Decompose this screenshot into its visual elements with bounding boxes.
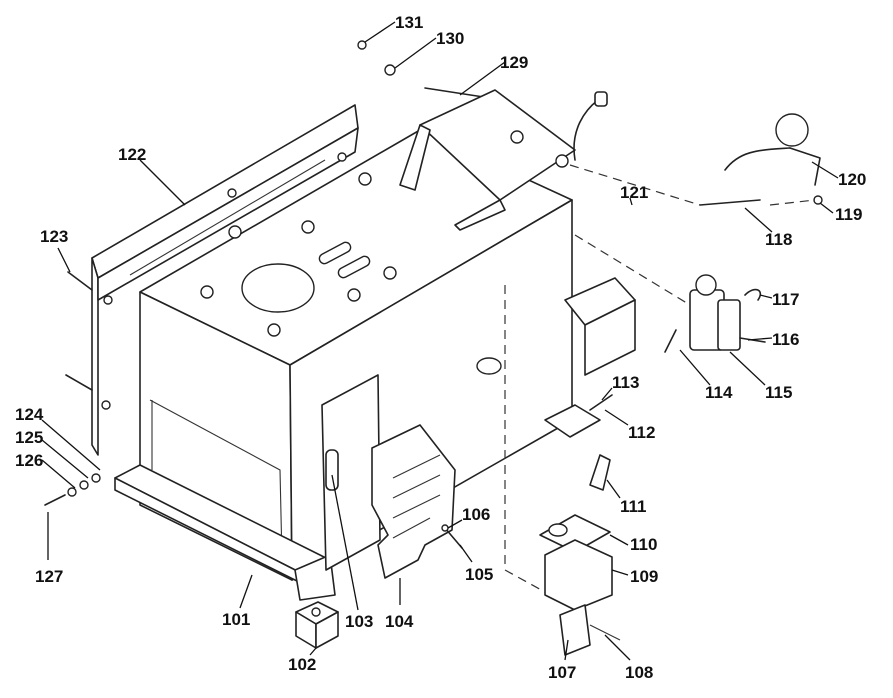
callout-111: 111 <box>620 497 647 516</box>
screw-112 <box>589 394 613 411</box>
callout-130: 130 <box>436 29 464 48</box>
callout-107: 107 <box>548 663 576 682</box>
callout-120: 120 <box>838 170 866 189</box>
base-frame <box>114 464 336 601</box>
clip-111 <box>589 454 611 491</box>
callout-104: 104 <box>385 612 414 631</box>
callout-124: 124 <box>15 405 44 424</box>
callout-125: 125 <box>15 428 43 447</box>
air-gauge-gun <box>699 113 823 206</box>
callout-114: 114 <box>705 383 733 402</box>
screw-105 <box>441 524 463 549</box>
callout-127: 127 <box>35 567 63 586</box>
callout-103: 103 <box>345 612 373 631</box>
callout-129: 129 <box>500 53 528 72</box>
mount-bracket <box>544 277 636 438</box>
callout-118: 118 <box>765 230 792 249</box>
handle-frame <box>399 87 608 231</box>
callout-117: 117 <box>772 290 799 309</box>
callout-110: 110 <box>630 535 657 554</box>
callout-101: 101 <box>222 610 250 629</box>
callout-119: 119 <box>835 205 862 224</box>
callout-106: 106 <box>462 505 490 524</box>
callout-131: 131 <box>395 13 423 32</box>
rear-panel <box>91 104 359 456</box>
side-plate-104 <box>371 424 456 579</box>
block-102 <box>295 601 339 649</box>
callout-126: 126 <box>15 451 43 470</box>
callout-labels: 122 123 124 125 126 127 101 102 103 104 … <box>15 13 866 682</box>
screws-123 <box>65 271 93 391</box>
callout-116: 116 <box>772 330 799 349</box>
callout-123: 123 <box>40 227 68 246</box>
callout-108: 108 <box>625 663 653 682</box>
callout-122: 122 <box>118 145 146 164</box>
leader-lines <box>41 21 839 661</box>
callout-112: 112 <box>628 423 655 442</box>
callout-105: 105 <box>465 565 493 584</box>
screw-stack-124-127 <box>44 473 101 506</box>
bracket-103 <box>321 374 381 571</box>
assembly-lines <box>504 164 816 593</box>
callout-113: 113 <box>612 373 639 392</box>
callout-109: 109 <box>630 567 658 586</box>
air-regulator <box>664 274 766 353</box>
solenoid-assembly <box>539 514 621 656</box>
washers-130-131 <box>357 40 396 76</box>
callout-115: 115 <box>765 383 792 402</box>
callout-102: 102 <box>288 655 316 674</box>
callout-121: 121 <box>620 183 648 202</box>
